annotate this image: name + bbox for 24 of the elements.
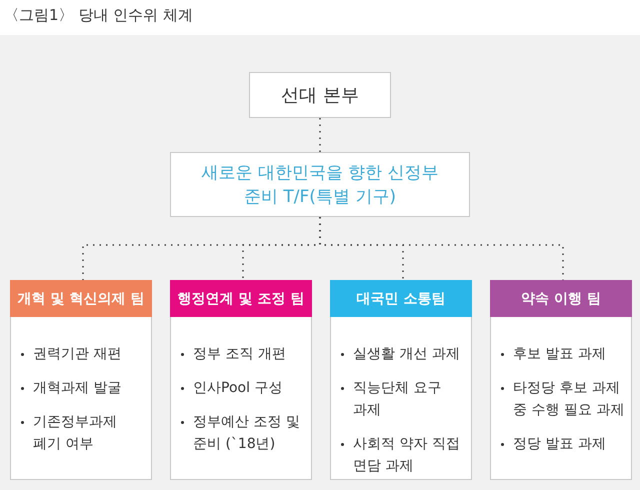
list-item: 타정당 후보 과제 중 수행 필요 과제 [501,377,627,421]
list-item: 기존정부과제 폐기 여부 [21,411,147,455]
list-item: 정부예산 조정 및 준비 (`18년) [181,411,307,455]
list-item: 권력기관 재편 [21,343,147,365]
team-box [170,280,312,480]
team-header: 대국민 소통팀 [330,280,472,317]
list-item: 직능단체 요구 과제 [341,377,467,421]
team-box [10,280,152,480]
list-item: 개혁과제 발굴 [21,377,147,399]
list-item: 후보 발표 과제 [501,343,627,365]
list-item: 정당 발표 과제 [501,433,627,455]
team-box [490,280,632,480]
connector-line [319,217,564,280]
list-item: 인사Pool 구성 [181,377,307,399]
team-header: 행정연계 및 조정 팀 [170,280,312,317]
team-header: 개혁 및 혁신의제 팀 [10,280,152,317]
team-header: 약속 이행 팀 [490,280,632,317]
figure-title: 〈그림1〉 당내 인수위 체계 [4,6,193,25]
team-box [330,280,472,480]
list-item: 사회적 약자 직접 면담 과제 [341,433,467,477]
list-item: 실생활 개선 과제 [341,343,467,365]
list-item: 정부 조직 개편 [181,343,307,365]
task-force-box: 새로운 대한민국을 향한 신정부 준비 T/F(특별 기구) [170,152,470,217]
headquarters-box: 선대 본부 [249,72,391,118]
